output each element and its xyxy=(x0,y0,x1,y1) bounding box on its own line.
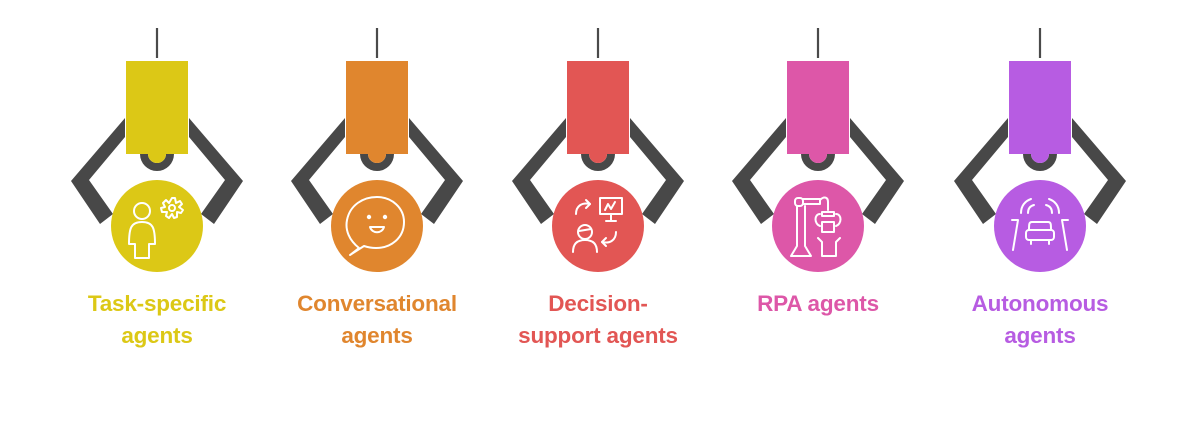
label-line-2: support agents xyxy=(518,323,678,348)
claw-pivot-ring xyxy=(360,154,394,171)
claw-body xyxy=(126,61,188,154)
claw-pivot-ring xyxy=(140,154,174,171)
claw-left-arm xyxy=(291,118,345,224)
claw-graphic xyxy=(954,28,1126,272)
claw-right-arm xyxy=(189,118,243,224)
claw-ball xyxy=(994,180,1086,272)
claw-label: Decision- support agents xyxy=(488,288,708,352)
person-gear-icon xyxy=(128,197,184,259)
claw-right-arm xyxy=(409,118,463,224)
claw-left-arm xyxy=(71,118,125,224)
claw-graphic xyxy=(71,28,243,272)
claw-left-arm xyxy=(732,118,786,224)
claw-label: Autonomous agents xyxy=(930,288,1150,352)
claw-ball xyxy=(552,180,644,272)
claw-left-arm xyxy=(954,118,1008,224)
claw-pivot-core xyxy=(809,154,827,163)
claw-label: Conversational agents xyxy=(267,288,487,352)
claw-pivot-core xyxy=(368,154,386,163)
label-line-1: RPA agents xyxy=(757,291,879,316)
claw-body xyxy=(787,61,849,154)
claw-pivot-core xyxy=(1031,154,1049,163)
claw-task-specific: Task-specific agents xyxy=(47,0,267,426)
claw-decision-support: Decision- support agents xyxy=(488,0,708,426)
label-line-2: agents xyxy=(341,323,413,348)
claw-pivot-ring xyxy=(801,154,835,171)
self-driving-car-icon xyxy=(1011,198,1069,251)
smiley-speech-bubble-icon xyxy=(345,196,405,256)
claw-left-arm xyxy=(512,118,566,224)
claw-body xyxy=(346,61,408,154)
claw-pivot-core xyxy=(589,154,607,163)
claw-pivot-ring xyxy=(1023,154,1057,171)
label-line-1: Decision- xyxy=(548,291,648,316)
claw-graphic xyxy=(512,28,684,272)
claw-body xyxy=(1009,61,1071,154)
claw-label: Task-specific agents xyxy=(47,288,267,352)
claw-right-arm xyxy=(850,118,904,224)
label-line-2: agents xyxy=(121,323,193,348)
claw-right-arm xyxy=(1072,118,1126,224)
claw-label: RPA agents xyxy=(708,288,928,320)
label-line-1: Autonomous xyxy=(971,291,1109,316)
claw-body xyxy=(567,61,629,154)
claw-right-arm xyxy=(630,118,684,224)
claw-rpa: RPA agents xyxy=(708,0,928,426)
claw-pivot-ring xyxy=(581,154,615,171)
claw-graphic xyxy=(732,28,904,272)
label-line-2: agents xyxy=(1004,323,1076,348)
label-line-1: Conversational xyxy=(297,291,457,316)
label-line-1: Task-specific xyxy=(87,291,227,316)
person-monitor-arrows-icon xyxy=(572,197,623,253)
robotic-arm-icon xyxy=(790,196,842,257)
claw-autonomous: Autonomous agents xyxy=(930,0,1150,426)
claw-ball xyxy=(111,180,203,272)
claw-graphic xyxy=(291,28,463,272)
claw-pivot-core xyxy=(148,154,166,163)
claw-conversational: Conversational agents xyxy=(267,0,487,426)
